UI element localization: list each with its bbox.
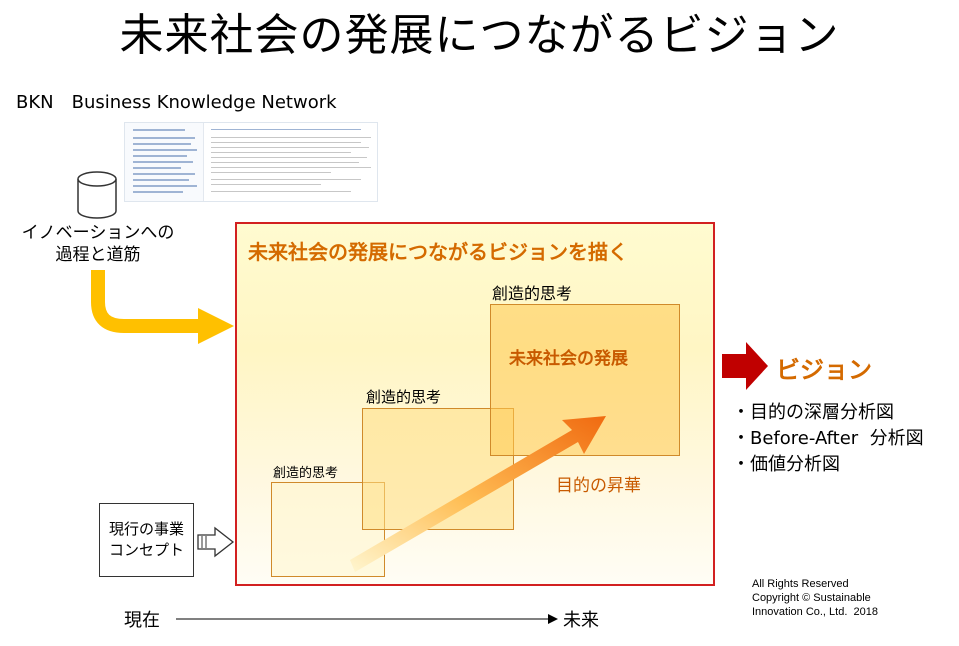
timeline-now: 現在 xyxy=(124,610,160,631)
concept-line1: 現行の事業 xyxy=(108,520,184,538)
future-society-label: 未来社会の発展 xyxy=(509,349,628,369)
bkn-screenshot-thumbnail xyxy=(124,122,378,202)
copyright-line: Innovation Co., Ltd. 2018 xyxy=(752,606,878,618)
yellow-curved-arrow-icon xyxy=(91,270,234,344)
bkn-full: Business Knowledge Network xyxy=(71,92,337,113)
concept-line2: コンセプト xyxy=(108,541,184,559)
copyright-notice: All Rights Reserved Copyright © Sustaina… xyxy=(752,577,878,619)
vision-bullet-list: ・目的の深層分析図 ・Before-After 分析図 ・価値分析図 xyxy=(732,400,924,478)
creative-thinking-label-mid: 創造的思考 xyxy=(366,388,442,406)
bkn-heading: BKN Business Knowledge Network xyxy=(16,92,337,113)
hollow-arrow-icon xyxy=(197,526,235,558)
path-label-line2: 過程と道筋 xyxy=(55,245,141,265)
bkn-abbr: BKN xyxy=(16,92,54,113)
page-title: 未来社会の発展につながるビジョン xyxy=(119,10,840,61)
copyright-line: Copyright © Sustainable xyxy=(752,592,871,604)
thumbnail-left-pane xyxy=(125,123,204,201)
gradient-arrow-icon xyxy=(350,416,606,572)
timeline-arrow xyxy=(176,614,558,624)
database-icon xyxy=(77,171,117,219)
vision-bullet: ・目的の深層分析図 xyxy=(732,402,894,423)
creative-thinking-label-large: 創造的思考 xyxy=(492,284,573,303)
purpose-sublimation-label: 目的の昇華 xyxy=(556,476,641,496)
frame-title: 未来社会の発展につながるビジョンを描く xyxy=(248,240,628,264)
innovation-path-label: イノベーションへの 過程と道筋 xyxy=(0,222,196,266)
timeline-future: 未来 xyxy=(563,610,599,631)
creative-thinking-box-mid xyxy=(362,408,514,530)
creative-thinking-label-small: 創造的思考 xyxy=(273,466,339,481)
vision-bullet: ・価値分析図 xyxy=(732,454,840,475)
red-arrow-icon xyxy=(722,342,768,390)
vision-label: ビジョン xyxy=(776,356,872,384)
copyright-line: All Rights Reserved xyxy=(752,578,849,590)
vision-bullet: ・Before-After 分析図 xyxy=(732,428,924,449)
path-label-line1: イノベーションへの xyxy=(21,223,175,243)
current-concept-box: 現行の事業 コンセプト xyxy=(99,503,194,577)
